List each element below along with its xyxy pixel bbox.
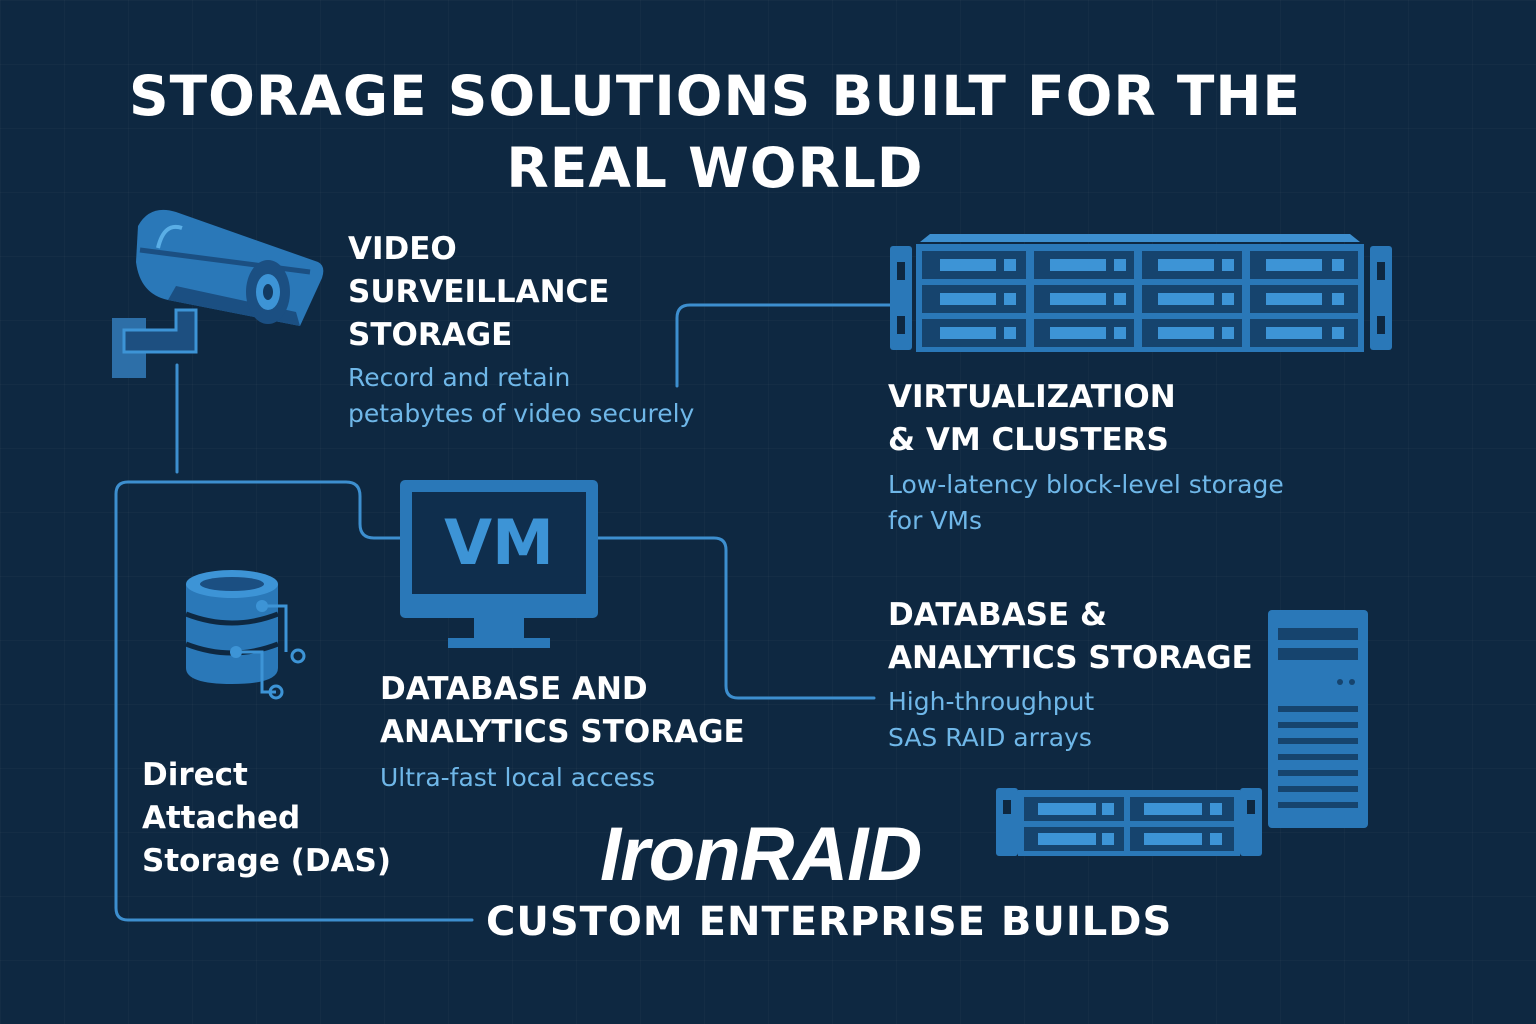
vm-monitor-label: VM [444, 506, 554, 579]
page-title: STORAGE SOLUTIONS BUILT FOR THE REAL WOR… [129, 64, 1301, 200]
database-analytics-right-desc: High-throughput SAS RAID arrays [888, 687, 1095, 752]
brand-tagline: CUSTOM ENTERPRISE BUILDS [486, 899, 1173, 945]
vm-monitor-icon [400, 480, 598, 648]
brand-logo: IronRAID [600, 812, 922, 897]
small-rack-server-icon [996, 788, 1262, 856]
connector-video-to-rack [675, 303, 892, 388]
database-analytics-right-heading: DATABASE & ANALYTICS STORAGE [888, 597, 1253, 676]
virtualization-heading: VIRTUALIZATION & VM CLUSTERS [888, 379, 1176, 458]
database-analytics-center-desc: Ultra-fast local access [380, 763, 655, 792]
das-label: Direct Attached Storage (DAS) [142, 757, 392, 879]
connector-vm-to-db [596, 536, 876, 700]
rack-server-icon [890, 234, 1392, 352]
connector-das-loop [114, 480, 474, 922]
virtualization-desc: Low-latency block-level storage for VMs [888, 470, 1284, 535]
video-surveillance-desc: Record and retain petabytes of video sec… [348, 363, 695, 428]
database-analytics-center-heading: DATABASE AND ANALYTICS STORAGE [380, 671, 745, 750]
database-icon [185, 570, 306, 700]
video-surveillance-heading: VIDEO SURVEILLANCE STORAGE [348, 231, 610, 353]
security-camera-icon [112, 209, 324, 378]
tower-server-icon [1268, 610, 1368, 828]
